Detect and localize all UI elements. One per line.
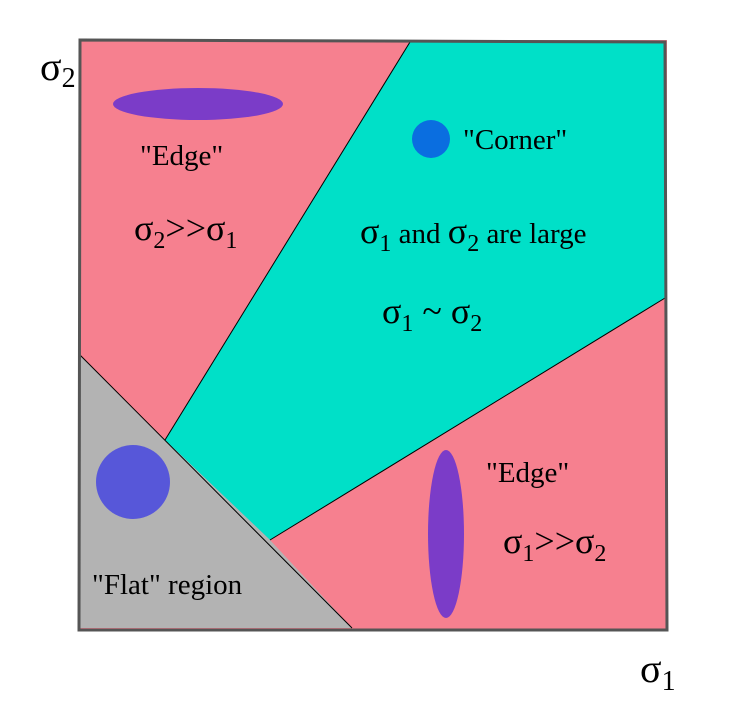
- boundary-line: [164, 41, 411, 441]
- x-axis-label: σ1: [620, 646, 688, 697]
- y-axis-label: σ2: [20, 44, 88, 94]
- flat-label: "Flat" region: [92, 569, 243, 601]
- plot-border: [77, 38, 669, 632]
- corner-line1: σ1 and σ2 are large: [340, 211, 599, 257]
- corner-region: [165, 42, 665, 540]
- flat-circle: [96, 445, 170, 519]
- edge-top-relation: σ2>>σ1: [114, 208, 249, 254]
- edge-ellipse-horizontal: [113, 88, 283, 120]
- edge-right-relation: σ1>>σ2: [483, 521, 618, 567]
- corner-dot: [412, 120, 450, 158]
- edge-ellipse-vertical: [428, 450, 464, 618]
- boundary-line: [269, 297, 666, 541]
- edge-top-label: "Edge": [140, 140, 223, 172]
- corner-label: "Corner": [463, 124, 567, 156]
- edge-right-label: "Edge": [486, 457, 569, 489]
- boundary-line: [79, 354, 353, 629]
- corner-line2: σ1 ~ σ2: [362, 291, 494, 337]
